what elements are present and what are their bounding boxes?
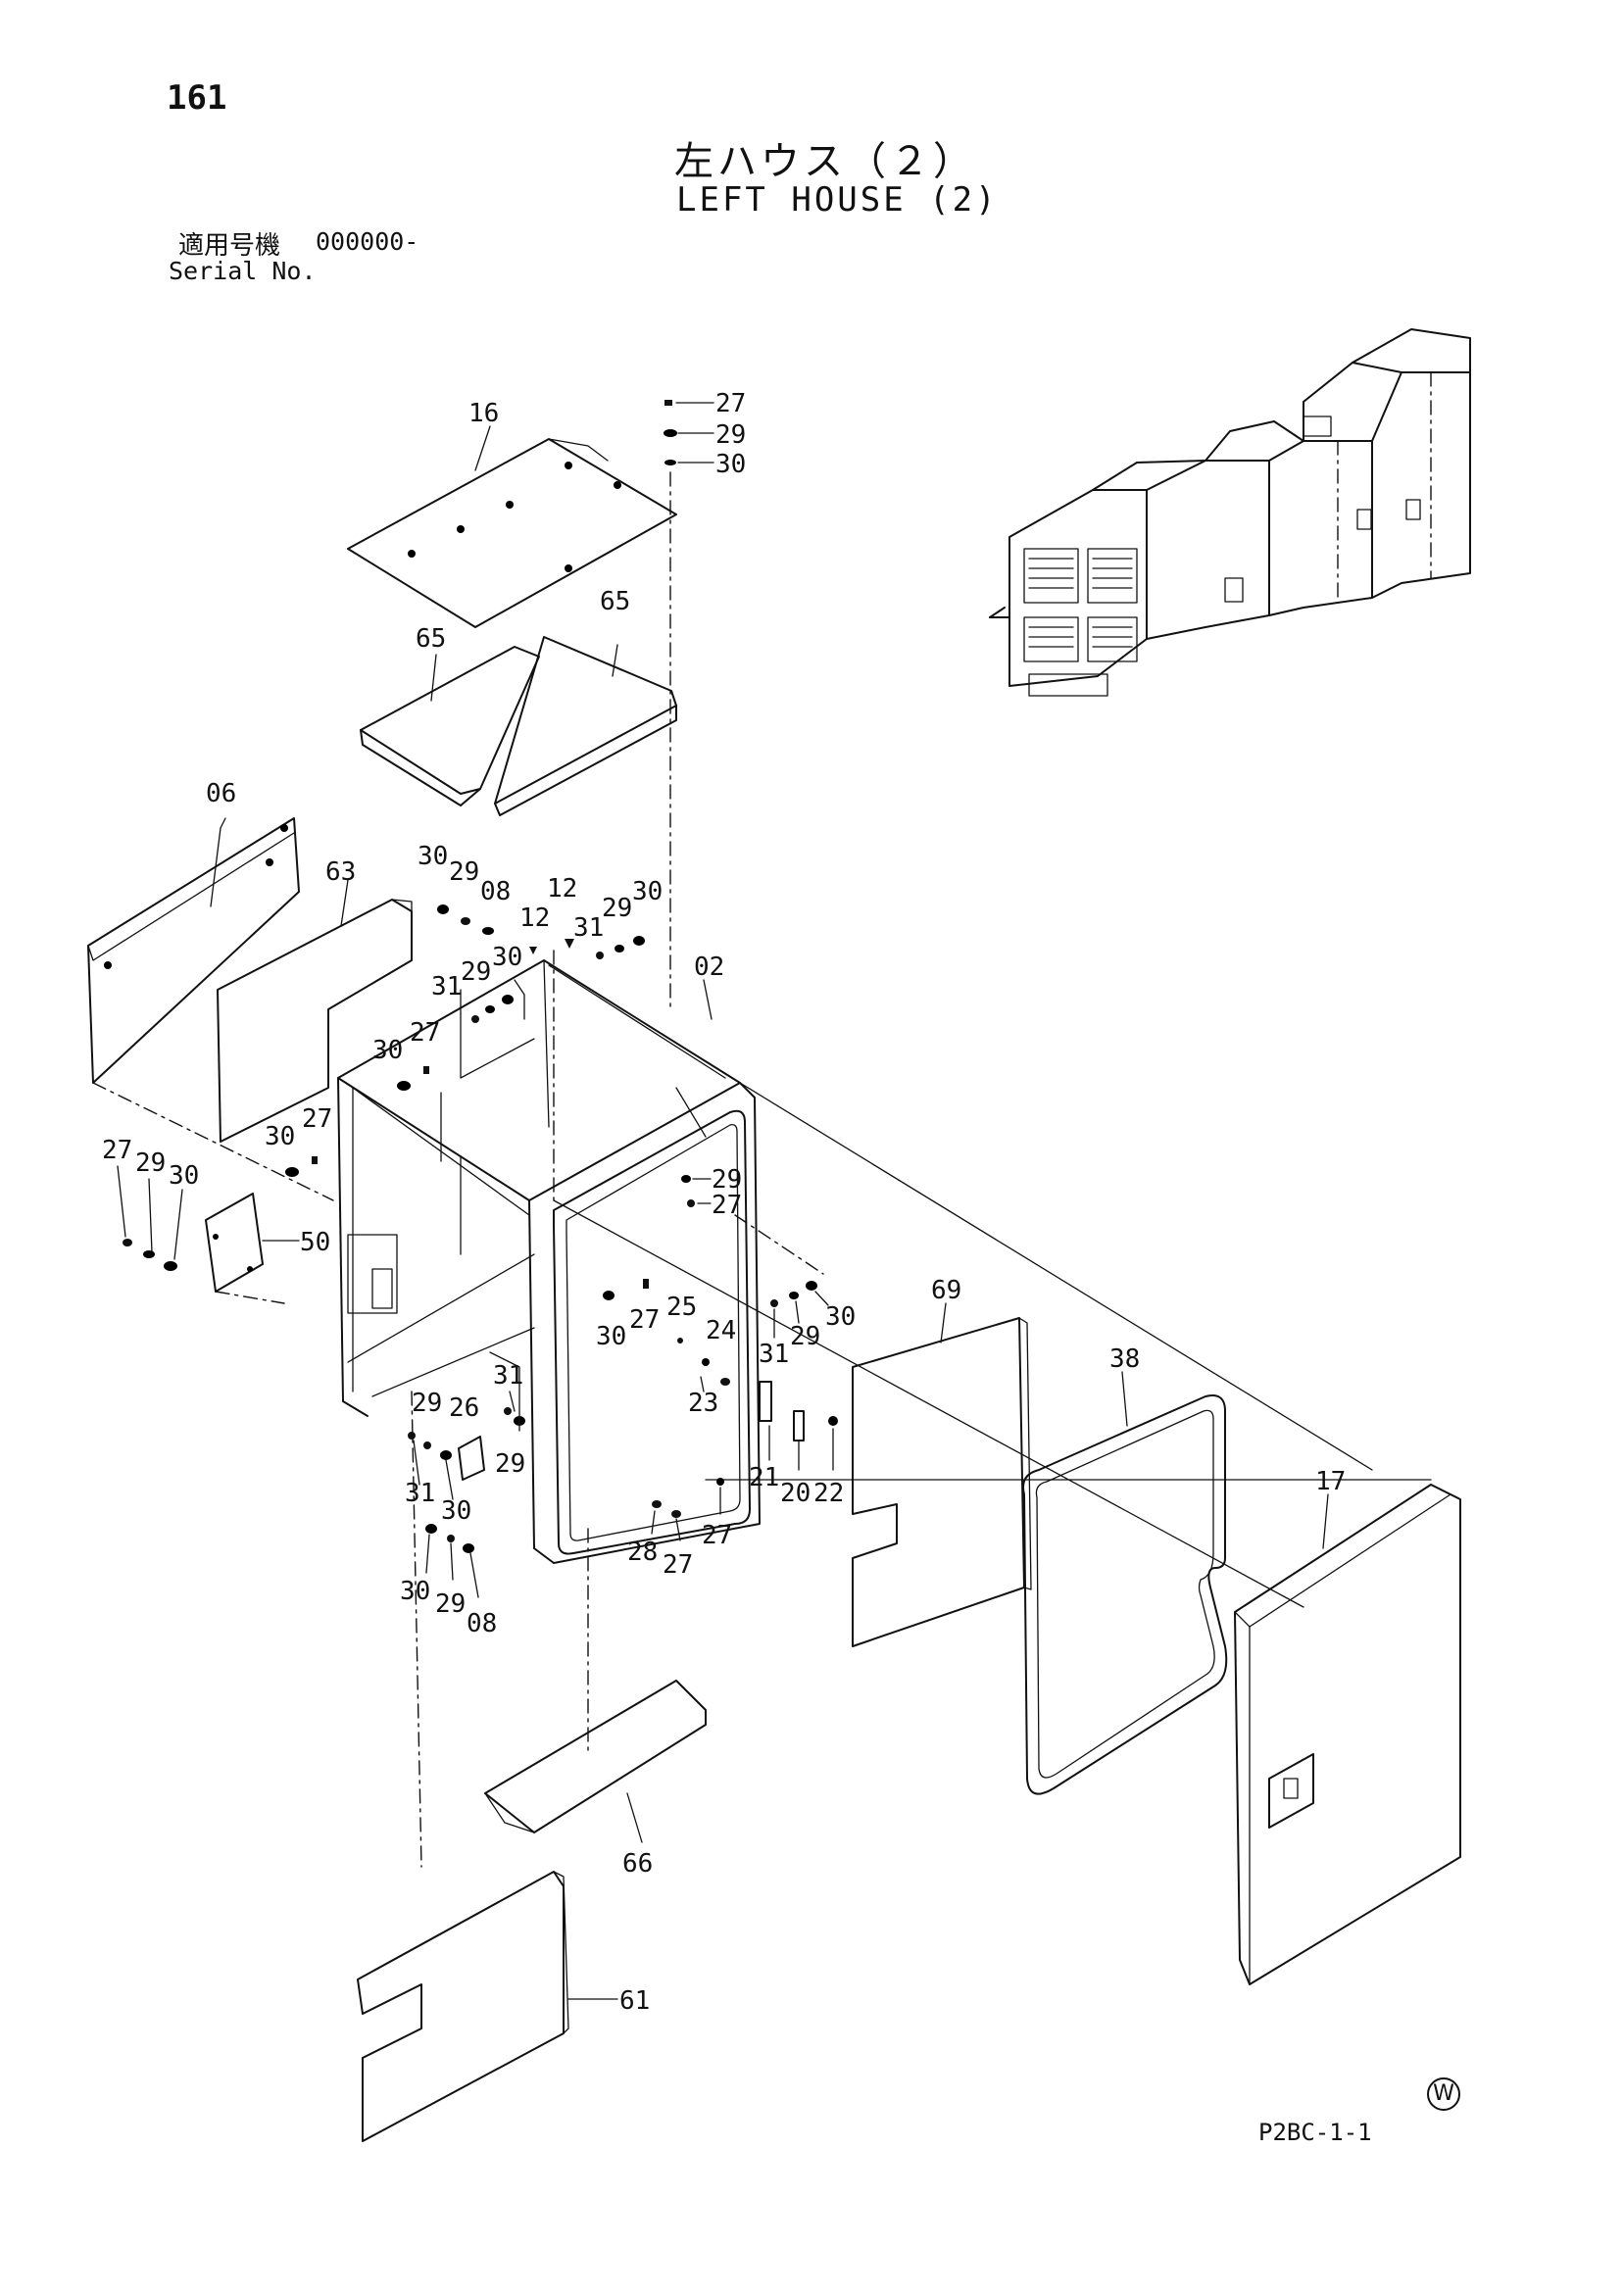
callout-22: 22 bbox=[813, 1479, 844, 1508]
callout-29-foot: 29 bbox=[435, 1589, 466, 1619]
hardware-frame-lower-left: 31 29 26 29 31 30 30 29 08 bbox=[400, 1351, 525, 1638]
serial-label-english: Serial No. bbox=[169, 257, 317, 285]
callout-27-mid-left: 27 bbox=[302, 1104, 332, 1134]
callout-08-top: 08 bbox=[480, 877, 511, 906]
machine-overview-illustration bbox=[989, 328, 1471, 697]
callout-29-lower-right: 29 bbox=[495, 1449, 525, 1479]
page-title-english: LEFT HOUSE (2) bbox=[676, 180, 999, 220]
callout-30-right: 30 bbox=[825, 1302, 856, 1332]
callout-06: 06 bbox=[206, 779, 236, 808]
serial-label-japanese: 適用号機 bbox=[178, 231, 281, 261]
callout-02: 02 bbox=[694, 953, 724, 982]
callout-31-bottom: 31 bbox=[405, 1479, 435, 1508]
callout-17: 17 bbox=[1315, 1467, 1346, 1496]
callout-29-left: 29 bbox=[135, 1148, 166, 1178]
callout-12-upper: 12 bbox=[547, 874, 577, 904]
part-66-insulation: 66 bbox=[484, 1680, 707, 1879]
callout-29-top: 29 bbox=[449, 857, 479, 887]
callout-31-right: 31 bbox=[759, 1340, 789, 1369]
callout-30-left: 30 bbox=[169, 1161, 199, 1191]
callout-30-top: 30 bbox=[418, 842, 448, 871]
callout-38: 38 bbox=[1109, 1344, 1140, 1374]
hardware-frame-bottom: 28 27 27 bbox=[627, 1478, 732, 1580]
callout-28: 28 bbox=[627, 1538, 658, 1567]
part-06-side-panel: 06 bbox=[87, 779, 334, 1201]
callout-27-upper-left: 27 bbox=[410, 1018, 440, 1048]
callout-27-frame: 27 bbox=[712, 1191, 742, 1220]
callout-29: 29 bbox=[715, 420, 746, 450]
callout-66: 66 bbox=[622, 1849, 653, 1879]
callout-30-top-right: 30 bbox=[632, 877, 663, 906]
callout-08-foot: 08 bbox=[467, 1609, 497, 1638]
w-mark-icon: W bbox=[1427, 2077, 1460, 2111]
callout-29-mid: 29 bbox=[461, 957, 491, 987]
figure-code: P2BC-1-1 bbox=[1258, 2119, 1372, 2146]
callout-30-bottom: 30 bbox=[441, 1496, 471, 1526]
callout-29-frame: 29 bbox=[712, 1165, 742, 1195]
callout-20: 20 bbox=[780, 1479, 811, 1508]
serial-value: 000000- bbox=[316, 227, 419, 256]
callout-65-left: 65 bbox=[416, 624, 446, 654]
callout-12-lower: 12 bbox=[519, 904, 550, 933]
callout-31-mid: 31 bbox=[431, 972, 462, 1001]
callout-16: 16 bbox=[468, 399, 499, 428]
callout-31-top: 31 bbox=[573, 913, 604, 943]
callout-27-bottom: 27 bbox=[663, 1550, 693, 1580]
part-38-door-seal: 38 bbox=[1022, 1344, 1228, 1795]
page-title-japanese: 左ハウス（２） bbox=[674, 139, 976, 184]
hardware-left: 27 29 30 30 27 30 27 bbox=[102, 1018, 440, 1271]
callout-24: 24 bbox=[706, 1316, 736, 1345]
callout-27-bottom-right: 27 bbox=[702, 1521, 732, 1550]
page-number: 161 bbox=[167, 78, 227, 118]
callout-30-mid-left: 30 bbox=[265, 1122, 295, 1151]
part-16-top-cover: 16 bbox=[347, 399, 677, 628]
callout-50: 50 bbox=[300, 1228, 330, 1257]
callout-25: 25 bbox=[666, 1293, 697, 1322]
callout-69: 69 bbox=[931, 1276, 961, 1305]
callout-29-lower: 29 bbox=[412, 1389, 442, 1418]
callout-30: 30 bbox=[715, 450, 746, 479]
callout-27: 27 bbox=[715, 389, 746, 418]
part-02-main-frame: 02 bbox=[337, 950, 1432, 1868]
hardware-frame-right: 29 27 27 30 25 24 23 31 29 30 bbox=[596, 1165, 856, 1418]
callout-30-mid: 30 bbox=[492, 943, 522, 972]
callout-21: 21 bbox=[749, 1463, 779, 1492]
callout-29-right: 29 bbox=[790, 1322, 820, 1351]
hardware-upper-cluster: 30 29 08 12 12 31 29 30 31 29 30 bbox=[418, 842, 663, 1023]
part-17-door: 17 bbox=[1234, 1467, 1461, 1985]
callout-63: 63 bbox=[325, 857, 356, 887]
callout-29-top-right: 29 bbox=[602, 894, 632, 923]
hardware-27-29-30-top: 27 29 30 bbox=[664, 389, 746, 1010]
part-61-lower-panel: 61 bbox=[357, 1871, 650, 2142]
callout-30-upper-left: 30 bbox=[372, 1036, 403, 1065]
part-63-insulation: 63 bbox=[217, 857, 413, 1143]
part-65-insulation: 65 65 bbox=[360, 587, 677, 816]
callout-30-center: 30 bbox=[596, 1322, 626, 1351]
callout-23: 23 bbox=[688, 1389, 718, 1418]
callout-30-foot: 30 bbox=[400, 1577, 430, 1606]
part-50-cover-plate: 50 bbox=[205, 1193, 330, 1304]
part-69-insulation: 69 bbox=[852, 1276, 1032, 1647]
callout-27-left: 27 bbox=[102, 1136, 132, 1165]
callout-61: 61 bbox=[619, 1986, 650, 2016]
callout-65-right: 65 bbox=[600, 587, 630, 616]
hardware-hinge-20-21-22: 21 20 22 bbox=[749, 1381, 844, 1508]
callout-27-center: 27 bbox=[629, 1305, 660, 1335]
callout-26: 26 bbox=[449, 1393, 479, 1423]
